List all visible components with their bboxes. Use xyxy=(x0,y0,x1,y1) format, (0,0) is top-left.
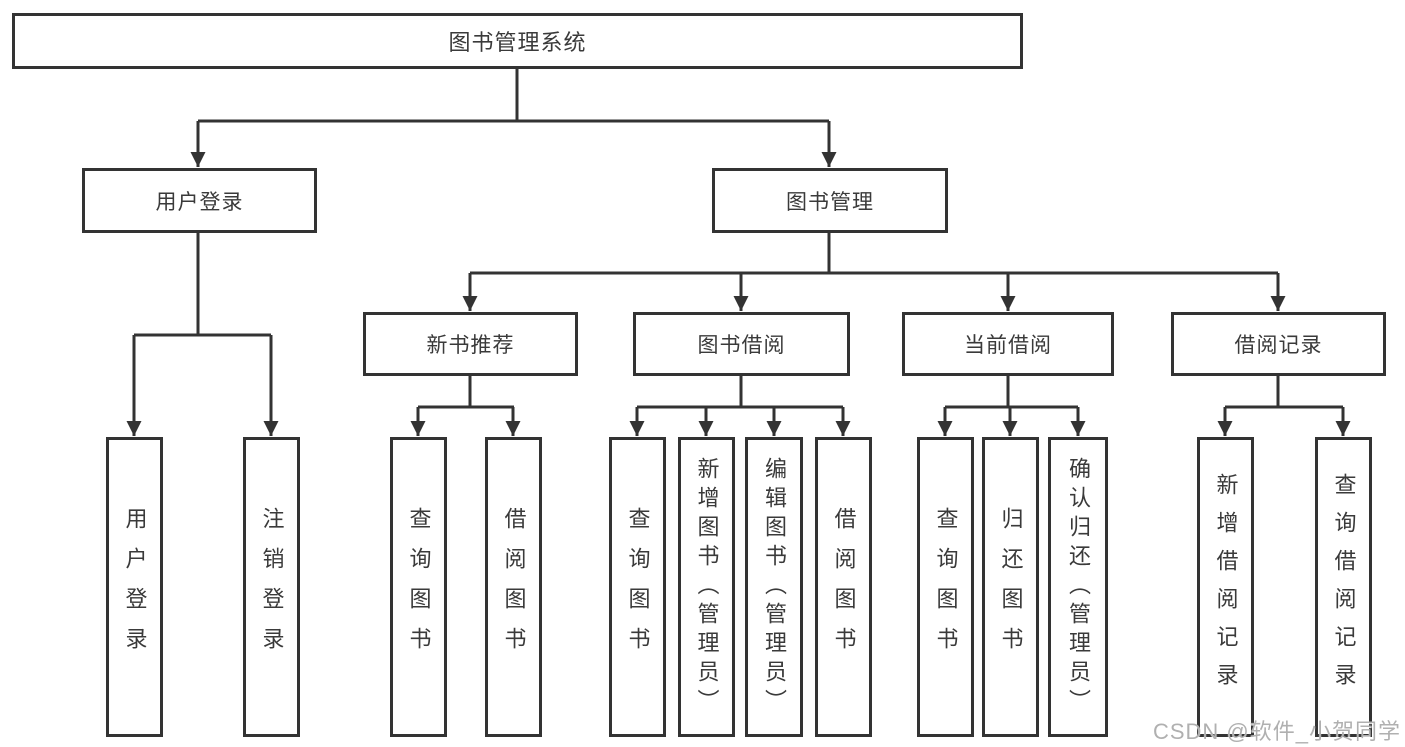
node-label: 查询借阅记录 xyxy=(1331,473,1357,701)
node-label: 注销登录 xyxy=(259,507,285,667)
node-confirm-return-admin: 确认归还（管理员） xyxy=(1048,437,1108,737)
node-label: 查询图书 xyxy=(625,507,651,667)
node-current-borrow: 当前借阅 xyxy=(902,312,1114,376)
node-borrow-books-leaf: 借阅图书 xyxy=(815,437,872,737)
node-label: 编辑图书（管理员） xyxy=(762,456,787,718)
node-borrow-books-recommend: 借阅图书 xyxy=(485,437,542,737)
node-label: 确认归还（管理员） xyxy=(1066,456,1091,718)
node-book-borrow: 图书借阅 xyxy=(633,312,850,376)
node-label: 查询图书 xyxy=(933,507,959,667)
node-label: 归还图书 xyxy=(998,507,1024,667)
node-user-login: 用户登录 xyxy=(82,168,317,233)
node-logout: 注销登录 xyxy=(243,437,300,737)
node-new-book-recommend: 新书推荐 xyxy=(363,312,578,376)
node-query-books-borrow: 查询图书 xyxy=(609,437,666,737)
node-return-book: 归还图书 xyxy=(982,437,1039,737)
node-label: 借阅图书 xyxy=(831,507,857,667)
node-label: 新增图书（管理员） xyxy=(694,456,720,718)
node-user-login-leaf: 用户登录 xyxy=(106,437,163,737)
node-label: 查询图书 xyxy=(406,507,432,667)
csdn-watermark: CSDN @软件_小贺同学 xyxy=(1152,719,1401,744)
node-label: 图书管理 xyxy=(786,190,874,214)
node-label: 用户登录 xyxy=(122,507,148,667)
node-query-books-current: 查询图书 xyxy=(917,437,974,737)
node-borrow-records: 借阅记录 xyxy=(1171,312,1386,376)
node-label: 用户登录 xyxy=(155,190,244,214)
node-add-borrow-record: 新增借阅记录 xyxy=(1197,437,1254,737)
node-query-books-recommend: 查询图书 xyxy=(390,437,447,737)
node-edit-book-admin: 编辑图书（管理员） xyxy=(745,437,803,737)
node-query-borrow-record: 查询借阅记录 xyxy=(1315,437,1372,737)
node-label: 借阅记录 xyxy=(1234,334,1323,357)
node-label: 当前借阅 xyxy=(964,334,1052,357)
node-label: 图书管理系统 xyxy=(448,30,587,55)
node-label: 新书推荐 xyxy=(426,334,515,357)
node-label: 图书借阅 xyxy=(697,334,786,357)
node-book-management: 图书管理 xyxy=(712,168,948,233)
node-label: 新增借阅记录 xyxy=(1213,473,1239,701)
node-label: 借阅图书 xyxy=(501,507,527,667)
node-root: 图书管理系统 xyxy=(12,13,1023,69)
node-add-book-admin: 新增图书（管理员） xyxy=(678,437,735,737)
